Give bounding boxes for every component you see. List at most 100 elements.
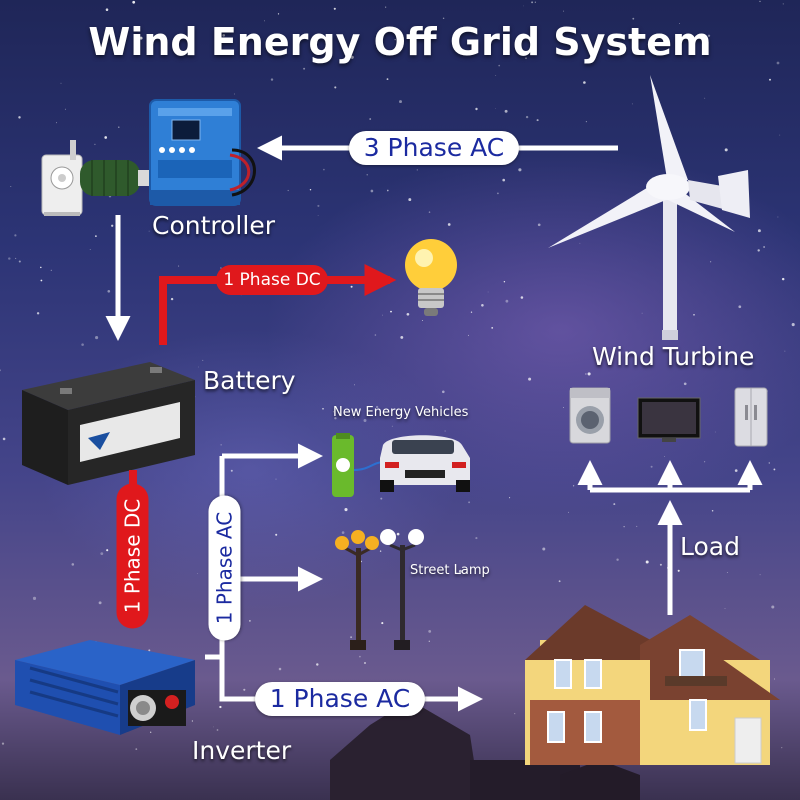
star bbox=[422, 319, 423, 321]
star bbox=[64, 108, 66, 110]
star bbox=[322, 408, 324, 410]
star bbox=[386, 189, 389, 192]
star bbox=[613, 503, 616, 506]
star bbox=[350, 285, 353, 288]
star bbox=[150, 731, 152, 733]
star bbox=[202, 359, 204, 361]
star bbox=[579, 242, 581, 244]
star bbox=[40, 279, 43, 282]
star bbox=[309, 188, 312, 191]
flow-label-3-phase-ac: 3 Phase AC bbox=[349, 131, 519, 165]
star bbox=[679, 23, 681, 25]
star bbox=[249, 620, 251, 622]
star bbox=[504, 109, 508, 113]
star bbox=[350, 636, 352, 639]
star bbox=[583, 81, 586, 84]
star bbox=[525, 57, 527, 60]
star bbox=[111, 224, 114, 227]
star bbox=[442, 17, 445, 20]
star bbox=[363, 419, 367, 422]
star bbox=[104, 136, 108, 139]
star bbox=[470, 311, 473, 313]
star bbox=[497, 192, 499, 195]
star bbox=[773, 468, 776, 471]
star bbox=[738, 305, 742, 309]
star bbox=[354, 384, 355, 386]
star bbox=[709, 261, 712, 263]
star bbox=[71, 563, 75, 566]
star bbox=[491, 327, 494, 329]
television-icon bbox=[637, 397, 701, 442]
star bbox=[333, 7, 336, 10]
star bbox=[399, 100, 402, 104]
star bbox=[585, 373, 587, 375]
star bbox=[359, 655, 361, 658]
star bbox=[498, 64, 501, 67]
star bbox=[650, 465, 653, 468]
star bbox=[275, 533, 278, 536]
star bbox=[502, 178, 506, 182]
star bbox=[724, 148, 728, 152]
star bbox=[278, 667, 282, 671]
star bbox=[178, 265, 180, 267]
star bbox=[514, 713, 516, 715]
star bbox=[509, 497, 511, 499]
star bbox=[380, 497, 383, 500]
star bbox=[632, 17, 635, 20]
star bbox=[710, 352, 713, 355]
star bbox=[769, 78, 771, 81]
star bbox=[537, 223, 541, 227]
star bbox=[724, 608, 726, 609]
star bbox=[135, 748, 138, 750]
star bbox=[782, 3, 784, 5]
star bbox=[332, 411, 335, 413]
star bbox=[428, 211, 431, 213]
star bbox=[261, 387, 263, 389]
star bbox=[664, 456, 666, 457]
star bbox=[408, 198, 412, 202]
star bbox=[458, 569, 462, 573]
star bbox=[197, 572, 198, 574]
star bbox=[759, 0, 761, 3]
star bbox=[139, 36, 143, 40]
star bbox=[303, 67, 306, 70]
star bbox=[711, 509, 714, 512]
star bbox=[354, 417, 355, 418]
star bbox=[773, 678, 776, 680]
star bbox=[191, 720, 194, 722]
star bbox=[344, 508, 348, 512]
star bbox=[18, 116, 21, 119]
star bbox=[222, 34, 225, 37]
star bbox=[763, 246, 765, 248]
star bbox=[275, 478, 277, 480]
star bbox=[585, 121, 587, 123]
electric-vehicle-icon bbox=[332, 433, 470, 497]
star bbox=[363, 661, 367, 665]
star bbox=[534, 1, 536, 3]
star bbox=[95, 235, 97, 237]
star bbox=[781, 746, 783, 749]
wind-turbine-icon bbox=[548, 75, 750, 340]
star bbox=[659, 563, 662, 566]
label-street-lamp: Street Lamp bbox=[410, 563, 490, 578]
star bbox=[385, 6, 387, 8]
star bbox=[334, 86, 337, 89]
star bbox=[416, 169, 418, 171]
star bbox=[100, 552, 104, 556]
star bbox=[18, 260, 21, 263]
star bbox=[784, 350, 786, 352]
star bbox=[287, 189, 289, 192]
star bbox=[503, 281, 506, 283]
star bbox=[243, 688, 246, 691]
house-icon bbox=[525, 605, 780, 765]
star bbox=[531, 1, 534, 4]
star bbox=[343, 50, 345, 52]
star bbox=[350, 55, 354, 59]
star bbox=[375, 405, 379, 409]
star bbox=[468, 501, 471, 504]
flow-label-1-phase-ac-bottom: 1 Phase AC bbox=[255, 682, 425, 716]
star bbox=[641, 312, 643, 314]
